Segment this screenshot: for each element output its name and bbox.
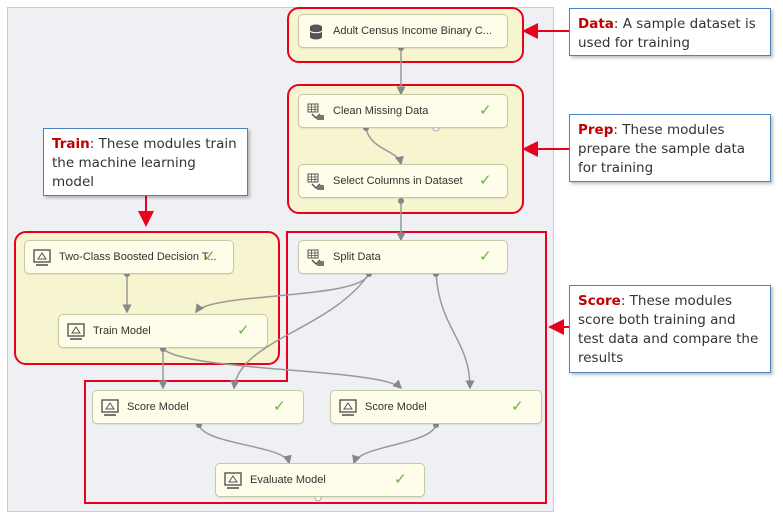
status-check-icon: ✓ xyxy=(479,102,492,119)
status-check-icon: ✓ xyxy=(479,248,492,265)
status-check-icon: ✓ xyxy=(511,398,524,415)
model-icon xyxy=(224,472,242,489)
module-clean-missing-data[interactable]: Clean Missing Data ✓ xyxy=(298,94,508,128)
callout-text: : These modules train the machine learni… xyxy=(52,136,237,190)
module-label: Split Data xyxy=(333,251,381,263)
module-label: Score Model xyxy=(127,401,189,413)
module-train-model[interactable]: Train Model ✓ xyxy=(58,314,268,348)
status-check-icon: ✓ xyxy=(394,471,407,488)
callout-title: Prep xyxy=(578,122,614,138)
status-check-icon: ✓ xyxy=(237,322,250,339)
status-check-icon: ✓ xyxy=(203,248,216,265)
module-label: Clean Missing Data xyxy=(333,105,429,117)
module-label: Score Model xyxy=(365,401,427,413)
model-icon xyxy=(101,399,119,416)
callout-text: : These modules score both training and … xyxy=(578,293,759,366)
module-evaluate-model[interactable]: Evaluate Model ✓ xyxy=(215,463,425,497)
callout-score: Score: These modules score both training… xyxy=(569,285,771,373)
callout-title: Train xyxy=(52,136,90,152)
table-transform-icon xyxy=(307,103,324,120)
module-score-model-2[interactable]: Score Model ✓ xyxy=(330,390,542,424)
database-icon xyxy=(309,24,323,40)
callout-prep: Prep: These modules prepare the sample d… xyxy=(569,114,771,182)
status-check-icon: ✓ xyxy=(273,398,286,415)
model-icon xyxy=(339,399,357,416)
status-check-icon: ✓ xyxy=(479,172,492,189)
table-transform-icon xyxy=(307,173,324,190)
module-dataset[interactable]: Adult Census Income Binary C... xyxy=(298,14,508,48)
module-label: Two-Class Boosted Decision T... xyxy=(59,251,217,263)
module-split-data[interactable]: Split Data ✓ xyxy=(298,240,508,274)
module-score-model-1[interactable]: Score Model ✓ xyxy=(92,390,304,424)
callout-text: : A sample dataset is used for training xyxy=(578,16,756,51)
callout-title: Score xyxy=(578,293,621,309)
module-label: Evaluate Model xyxy=(250,474,326,486)
callout-train: Train: These modules train the machine l… xyxy=(43,128,248,196)
module-label: Train Model xyxy=(93,325,151,337)
table-transform-icon xyxy=(307,249,324,266)
module-boosted-decision-tree[interactable]: Two-Class Boosted Decision T... ✓ xyxy=(24,240,234,274)
model-icon xyxy=(67,323,85,340)
callout-text: : These modules prepare the sample data … xyxy=(578,122,746,176)
module-label: Select Columns in Dataset xyxy=(333,175,463,187)
module-label: Adult Census Income Binary C... xyxy=(333,25,492,37)
callout-data: Data: A sample dataset is used for train… xyxy=(569,8,771,56)
module-select-columns[interactable]: Select Columns in Dataset ✓ xyxy=(298,164,508,198)
callout-title: Data xyxy=(578,16,614,32)
model-icon xyxy=(33,249,51,266)
